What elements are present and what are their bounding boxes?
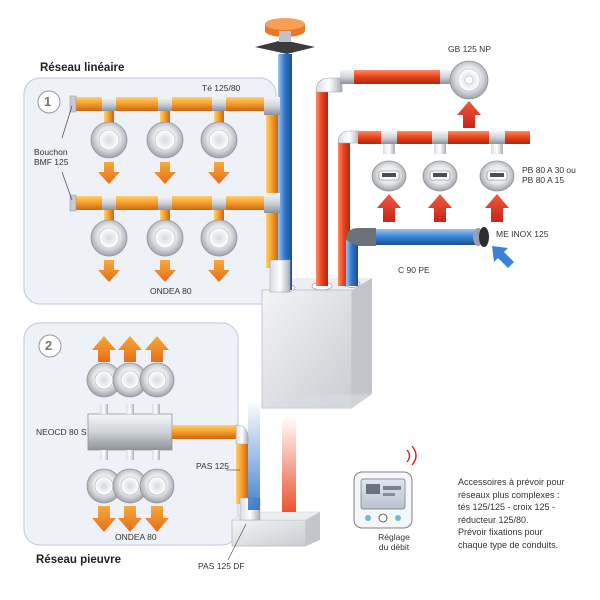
label-pb-2: PB 80 A 15	[522, 175, 565, 185]
label-neocd: NEOCD 80 S	[36, 427, 87, 437]
c90-elbow	[346, 228, 376, 246]
linear-airflow-arrows	[98, 162, 230, 282]
intake-airflow-arrow	[492, 246, 514, 268]
octopus-duct	[172, 425, 238, 439]
ondea-grilles-bottom	[90, 219, 238, 257]
wireless-icon	[406, 445, 417, 466]
label-c90: C 90 PE	[398, 265, 430, 275]
octopus-grilles-top	[86, 362, 175, 398]
me-inox-terminal	[473, 227, 489, 247]
note-line: réseaux plus complexes :	[458, 489, 560, 500]
red-duct-left	[316, 92, 328, 286]
blue-duct-horizontal	[376, 229, 476, 245]
pb-grilles	[371, 160, 515, 192]
gb-airflow-arrow	[457, 101, 481, 128]
octopus-blue-duct	[248, 400, 260, 510]
linear-tees-top	[102, 97, 226, 123]
panel-octopus-title: Réseau pieuvre	[36, 554, 122, 566]
panel-linear	[23, 77, 277, 305]
label-ondea-top: ONDEA 80	[150, 286, 192, 296]
octopus-airflow-up	[92, 336, 169, 362]
label-me-inox: ME INOX 125	[496, 229, 549, 239]
pb-airflow-arrows	[377, 194, 509, 222]
octopus-red-duct	[282, 416, 296, 512]
pas-leaders	[226, 469, 247, 561]
note-line: chaque type de conduits.	[458, 539, 559, 550]
red-duct-top	[340, 70, 458, 84]
note-line: réducteur 125/80.	[458, 514, 529, 525]
label-bouchon: Bouchon	[34, 147, 68, 157]
flow-controller[interactable]	[353, 471, 413, 529]
panel-octopus-badge	[38, 334, 62, 358]
octopus-airflow-down	[92, 506, 169, 532]
panel-linear-number: 1	[44, 94, 52, 109]
note-line: tés 125/125 - croix 125 -	[458, 502, 556, 512]
vmc-unit	[261, 278, 372, 409]
label-te: Té 125/80	[202, 83, 241, 93]
label-gb: GB 125 NP	[448, 44, 491, 54]
bouchon-leaders	[61, 105, 73, 201]
label-ondea-bottom: ONDEA 80	[115, 532, 157, 542]
note-line: Accessoires à prévoir pour	[458, 477, 565, 487]
label-bmf: BMF 125	[34, 157, 69, 167]
label-reglage-2: du débit	[378, 542, 410, 552]
note-line: Prévoir fixations pour	[458, 527, 543, 537]
label-pas125df: PAS 125 DF	[198, 561, 245, 571]
panel-linear-badge	[37, 90, 61, 114]
blue-intake-duct	[346, 240, 358, 286]
ondea-grilles-top	[90, 121, 238, 159]
label-pas125: PAS 125	[196, 461, 229, 471]
gb-grille	[449, 60, 489, 100]
panel-linear-title: Réseau linéaire	[40, 62, 125, 74]
panel-octopus-number: 2	[45, 338, 53, 353]
label-reglage: Réglage du débit	[372, 532, 416, 552]
label-pb-1: PB 80 A 30 ou	[522, 165, 576, 175]
main-blue-duct	[278, 54, 292, 290]
linear-tees-bottom	[102, 196, 226, 222]
roof-terminal	[255, 18, 315, 54]
octopus-grilles-bottom	[86, 468, 175, 504]
pb-tees	[381, 131, 505, 154]
linear-collector-duct	[266, 108, 278, 268]
neocd-box	[87, 404, 173, 460]
label-reglage-1: Réglage	[378, 532, 410, 542]
accessories-note: Accessoires à prévoir pour réseaux plus …	[458, 476, 598, 551]
